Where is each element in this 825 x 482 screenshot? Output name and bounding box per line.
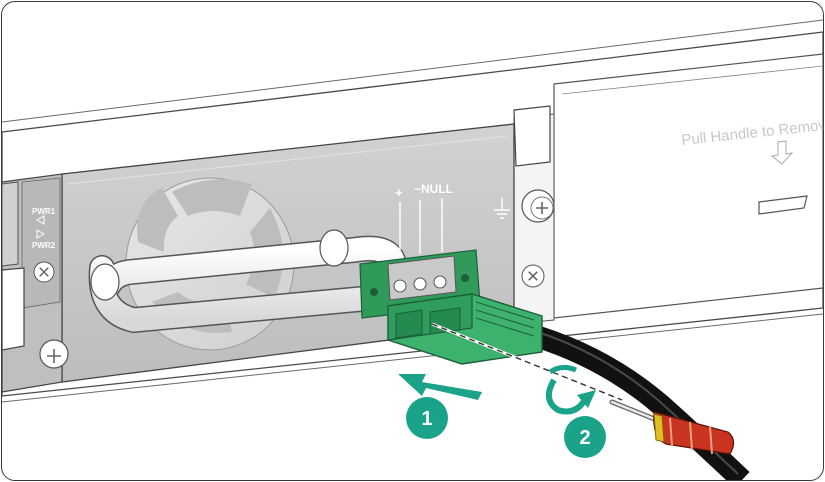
screw-icon	[39, 339, 69, 369]
screw-icon	[33, 261, 55, 283]
down-arrow-icon	[770, 140, 794, 165]
left-module: PWR1 PWR2	[2, 173, 69, 393]
pwr2-label: PWR2	[32, 241, 56, 250]
screw-icon	[521, 264, 545, 288]
push-arrow-icon	[398, 374, 482, 400]
rotate-arrow-icon	[545, 364, 596, 415]
triangle-left-icon	[35, 215, 45, 225]
guide-line	[431, 323, 623, 401]
blank-panel: Pull Handle to Remov	[513, 53, 823, 325]
null-label: −NULL	[414, 182, 453, 196]
screwdriver	[609, 399, 735, 455]
pwr1-label: PWR1	[32, 207, 56, 216]
step-1-number: 1	[421, 408, 432, 430]
plus-label: +	[395, 185, 403, 200]
step-badge-1: 1	[406, 397, 448, 439]
step-2-number: 2	[579, 427, 590, 449]
pull-handle[interactable]	[758, 195, 808, 215]
screw-icon	[521, 189, 555, 223]
step-badge-2: 2	[564, 416, 606, 458]
power-plug[interactable]	[387, 293, 543, 365]
ground-icon	[494, 198, 510, 219]
triangle-right-icon	[36, 229, 46, 239]
